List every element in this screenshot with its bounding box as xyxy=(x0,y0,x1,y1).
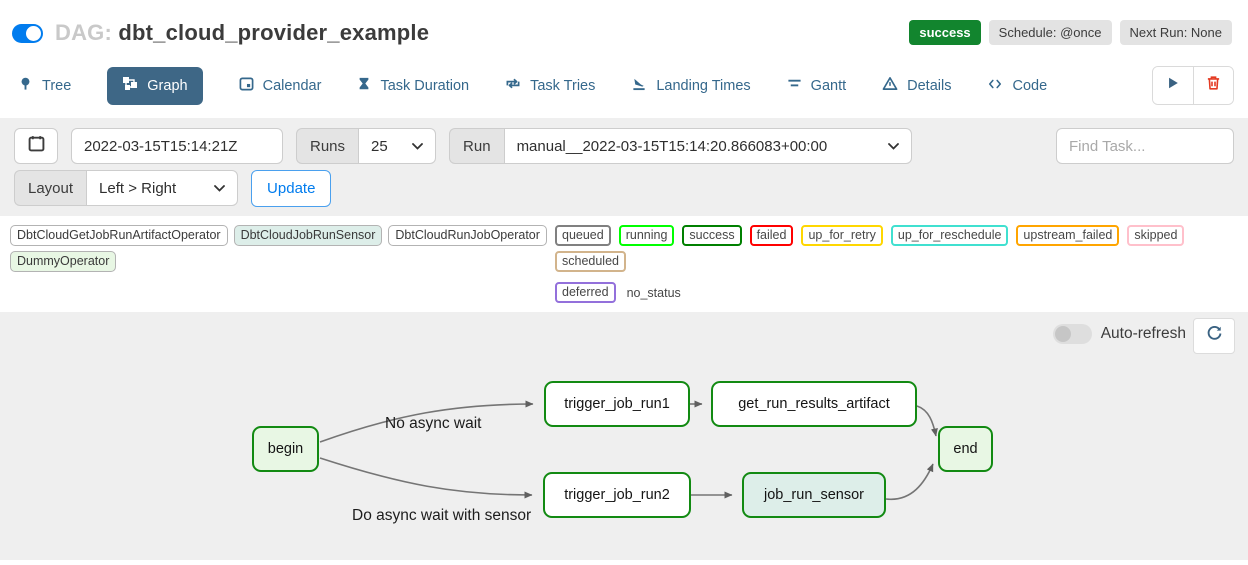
dag-graph-panel: Auto-refresh begin trigger_job_run1 get_… xyxy=(0,312,1248,560)
page-title: DAG: dbt_cloud_provider_example xyxy=(55,20,429,46)
layout-label: Layout xyxy=(14,170,87,206)
runs-filter: Runs 25 xyxy=(296,128,437,164)
refresh-icon xyxy=(1206,325,1223,347)
runs-label: Runs xyxy=(296,128,359,164)
schedule-badge: Schedule: @once xyxy=(988,20,1112,45)
status-badge-up_for_reschedule: up_for_reschedule xyxy=(890,225,1009,246)
hourglass-icon xyxy=(357,76,371,95)
tab-label: Details xyxy=(907,77,952,94)
gantt-icon xyxy=(787,76,802,95)
tab-code[interactable]: Code xyxy=(987,68,1047,104)
status-badge-up_for_retry: up_for_retry xyxy=(801,225,883,246)
tab-details[interactable]: Details xyxy=(882,67,951,104)
dag-pause-toggle[interactable] xyxy=(12,23,43,43)
edge-label-no-async-wait: No async wait xyxy=(385,415,482,432)
auto-refresh-control: Auto-refresh xyxy=(1052,324,1186,344)
operator-badge: DbtCloudGetJobRunArtifactOperator xyxy=(10,225,228,246)
status-badge-skipped: skipped xyxy=(1127,225,1185,246)
tab-label: Tree xyxy=(42,77,72,94)
layout-select[interactable]: Left > Right xyxy=(86,170,239,206)
header-badges: success Schedule: @once Next Run: None xyxy=(909,20,1232,45)
dag-status-badge: success xyxy=(909,20,981,45)
update-button[interactable]: Update xyxy=(251,169,332,207)
status-badge-running: running xyxy=(618,225,675,246)
landing-icon xyxy=(631,76,647,95)
status-legend: queued running success failed up_for_retry up… xyxy=(555,225,1234,303)
chevron-down-icon xyxy=(214,184,225,192)
chevron-down-icon xyxy=(887,142,899,150)
tab-label: Task Tries xyxy=(530,77,596,94)
tab-label: Gantt xyxy=(810,77,847,94)
dag-header: DAG: dbt_cloud_provider_example success … xyxy=(0,0,1248,50)
status-badge-upstream_failed: upstream_failed xyxy=(1016,225,1120,246)
graph-node-job-run-sensor[interactable]: job_run_sensor xyxy=(742,472,886,518)
date-picker-button[interactable] xyxy=(14,128,58,164)
graph-filter-panel: Runs 25 Run manual__2022-03-15T15:14:20.… xyxy=(0,118,1248,216)
tab-label: Calendar xyxy=(262,77,322,94)
code-icon xyxy=(987,77,1003,95)
base-date-input[interactable] xyxy=(71,128,283,164)
tab-task-tries[interactable]: Task Tries xyxy=(505,67,595,104)
graph-node-trigger-job-run2[interactable]: trigger_job_run2 xyxy=(543,472,691,518)
calendar-icon xyxy=(239,76,254,95)
next-run-badge: Next Run: None xyxy=(1119,20,1232,45)
tab-gantt[interactable]: Gantt xyxy=(787,67,846,104)
tree-icon xyxy=(18,76,33,95)
trash-icon xyxy=(1206,75,1221,96)
run-value: manual__2022-03-15T15:14:20.866083+00:00 xyxy=(516,137,828,155)
run-select[interactable]: manual__2022-03-15T15:14:20.866083+00:00 xyxy=(503,128,912,164)
tab-graph[interactable]: Graph xyxy=(107,66,203,105)
retry-arrows-icon xyxy=(505,76,521,95)
trigger-dag-button[interactable] xyxy=(1153,67,1193,104)
status-badge-deferred: deferred xyxy=(555,282,616,303)
dag-edges xyxy=(319,400,938,500)
edge-label-do-async-wait: Do async wait with sensor xyxy=(352,507,532,524)
tab-tree[interactable]: Tree xyxy=(18,67,71,104)
operator-badge: DbtCloudRunJobOperator xyxy=(388,225,547,246)
auto-refresh-toggle[interactable] xyxy=(1052,324,1092,344)
operator-badge: DummyOperator xyxy=(10,251,117,272)
run-filter: Run manual__2022-03-15T15:14:20.866083+0… xyxy=(449,128,912,164)
graph-node-get-run-results-artifact[interactable]: get_run_results_artifact xyxy=(711,381,917,427)
status-badge-success: success xyxy=(682,225,742,246)
refresh-button[interactable] xyxy=(1193,318,1235,354)
toggle-knob xyxy=(26,25,41,41)
chevron-down-icon xyxy=(412,142,423,150)
dag-id-label: dbt_cloud_provider_example xyxy=(118,20,430,45)
tab-label: Landing Times xyxy=(656,77,751,94)
toggle-knob xyxy=(1054,326,1071,342)
dag-prefix-label: DAG: xyxy=(55,20,113,45)
dag-action-buttons xyxy=(1152,66,1234,105)
graph-node-trigger-job-run1[interactable]: trigger_job_run1 xyxy=(544,381,690,427)
tab-label: Code xyxy=(1012,77,1048,94)
warning-triangle-icon xyxy=(882,76,898,95)
status-badge-scheduled: scheduled xyxy=(555,251,626,272)
status-badge-queued: queued xyxy=(555,225,611,246)
graph-icon xyxy=(122,76,138,96)
run-label: Run xyxy=(449,128,504,164)
delete-dag-button[interactable] xyxy=(1193,67,1233,104)
find-task-input[interactable] xyxy=(1056,128,1234,164)
tab-calendar[interactable]: Calendar xyxy=(239,67,322,104)
runs-value: 25 xyxy=(371,137,388,155)
graph-node-begin[interactable]: begin xyxy=(252,426,319,472)
layout-filter: Layout Left > Right xyxy=(14,170,239,206)
runs-select[interactable]: 25 xyxy=(358,128,437,164)
status-label-no-status: no_status xyxy=(626,285,681,300)
layout-value: Left > Right xyxy=(99,179,177,197)
tab-label: Graph xyxy=(147,77,188,94)
tab-label: Task Duration xyxy=(380,77,470,94)
graph-node-end[interactable]: end xyxy=(938,426,993,472)
calendar-icon xyxy=(28,135,45,157)
operator-badge: DbtCloudJobRunSensor xyxy=(233,225,383,246)
view-tabbar: Tree Graph Calendar Task Duration Task T… xyxy=(0,66,1248,105)
auto-refresh-label: Auto-refresh xyxy=(1100,325,1186,342)
tab-landing-times[interactable]: Landing Times xyxy=(631,67,751,104)
play-icon xyxy=(1166,76,1180,95)
tab-task-duration[interactable]: Task Duration xyxy=(357,67,469,104)
status-badge-failed: failed xyxy=(749,225,794,246)
